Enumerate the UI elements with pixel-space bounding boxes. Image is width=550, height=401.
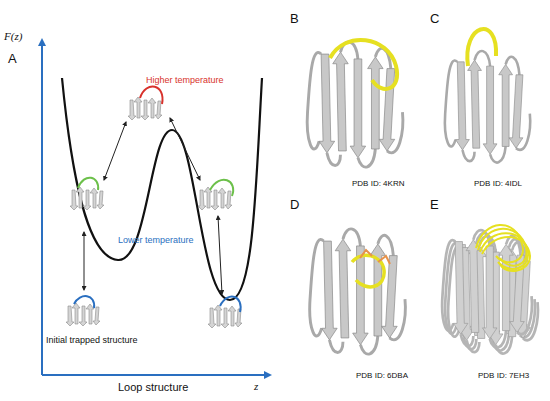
panel-letter: E bbox=[430, 198, 439, 212]
axis-label: Loop structure bbox=[118, 381, 188, 393]
panel-letter: A bbox=[8, 52, 17, 66]
axis-label: F(z) bbox=[4, 30, 22, 42]
pdb-id: PDB ID: 6DBA bbox=[356, 372, 408, 381]
temperature-label: Higher temperature bbox=[146, 76, 224, 86]
panel-letter: B bbox=[290, 12, 299, 26]
pdb-id: PDB ID: 4KRN bbox=[352, 180, 404, 189]
panel-letter: D bbox=[290, 198, 299, 212]
panel-letter: C bbox=[430, 12, 439, 26]
pdb-id: PDB ID: 4IDL bbox=[474, 180, 522, 189]
state-label: Initial trapped structure bbox=[46, 336, 138, 346]
axis-label: z bbox=[254, 380, 258, 392]
pdb-id: PDB ID: 7EH3 bbox=[478, 372, 529, 381]
temperature-label: Lower temperature bbox=[118, 236, 194, 246]
